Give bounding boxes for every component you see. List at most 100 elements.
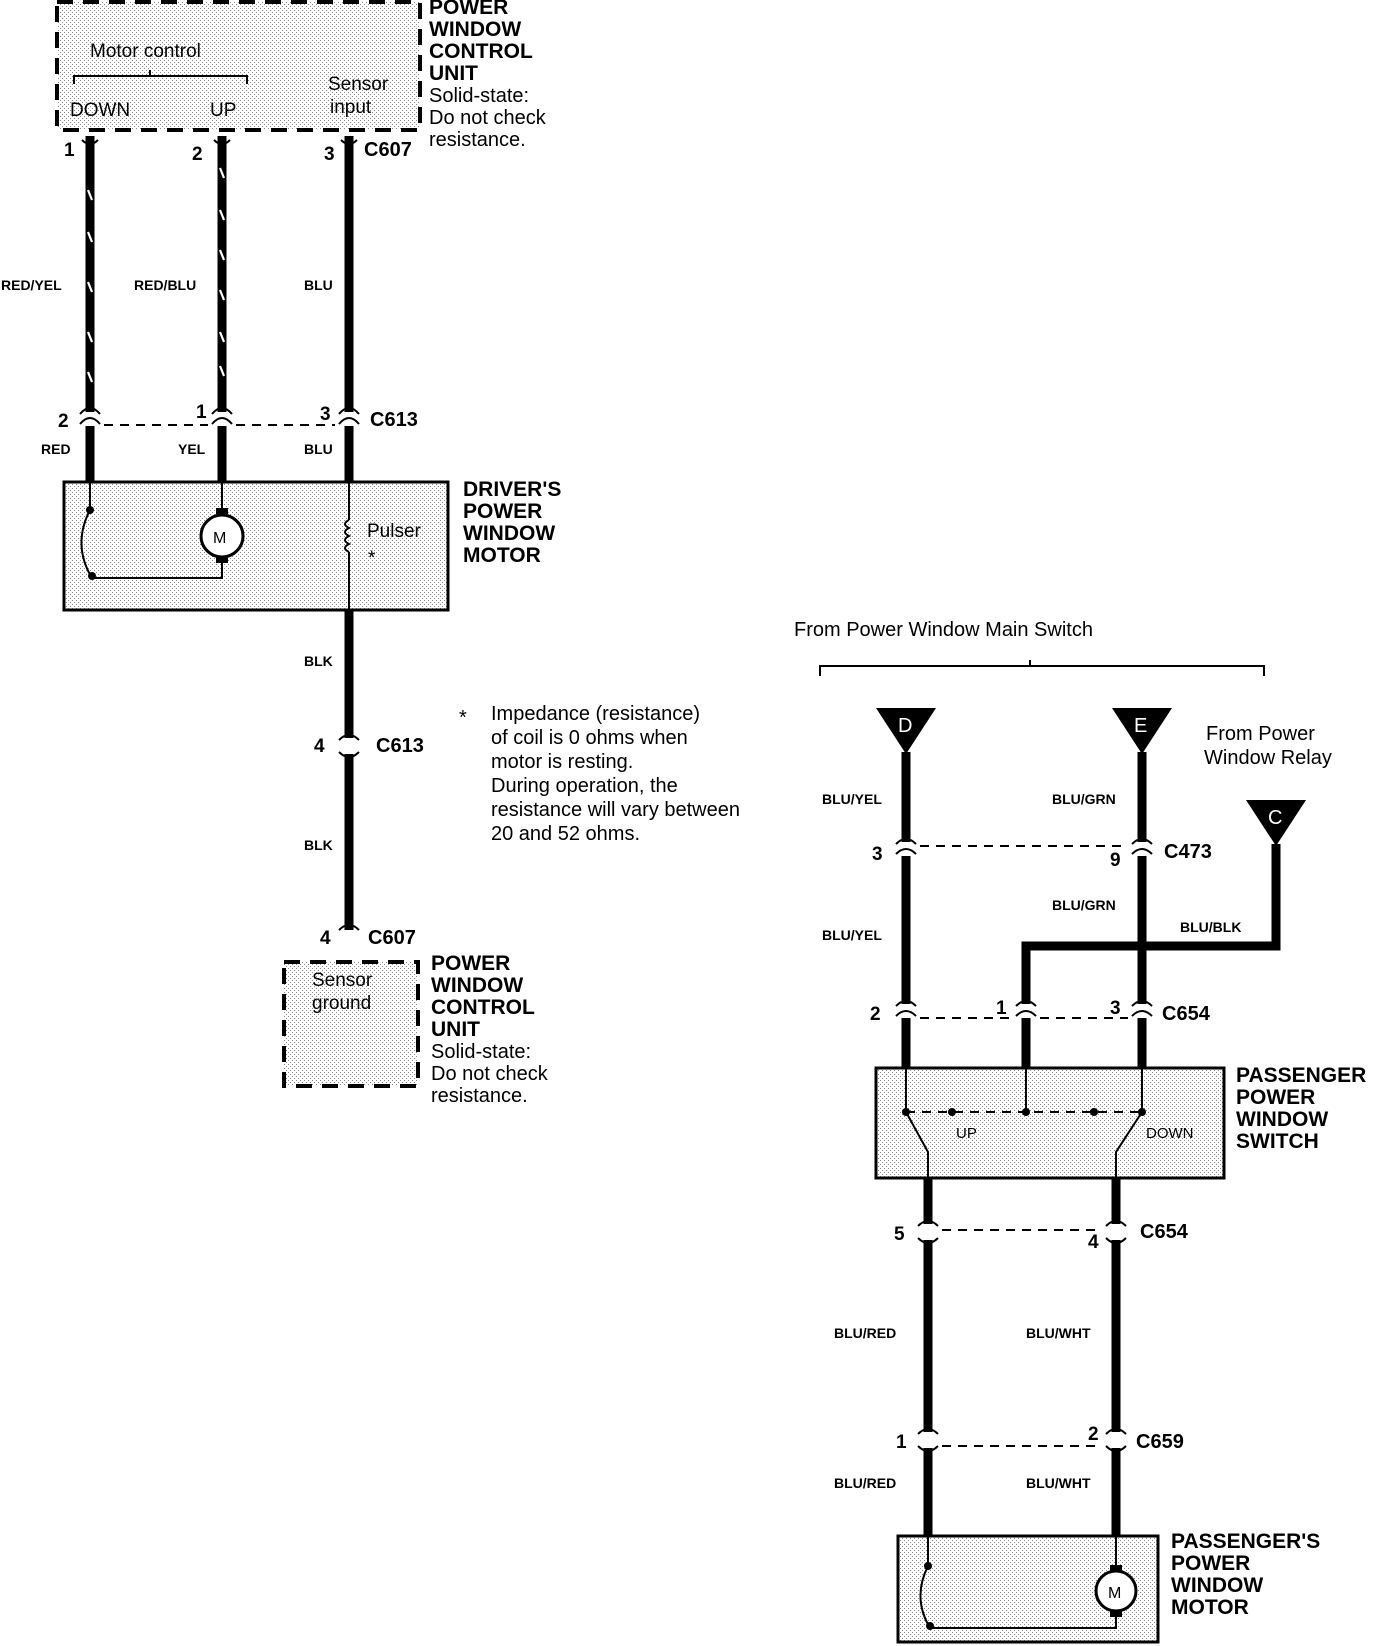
footnote-line-4: During operation, the <box>491 775 678 797</box>
passengers-power-window-motor: M <box>896 1534 1160 1644</box>
drivers-power-window-motor: M Pulser * <box>62 480 450 612</box>
wire-label-blu-lower: BLU <box>304 441 333 457</box>
footnote-line-1: Impedance (resistance) <box>491 703 700 725</box>
c659-label: C659 <box>1136 1431 1184 1453</box>
pulser-label: Pulser <box>367 521 422 542</box>
wire-label-blu: BLU <box>304 277 333 293</box>
footnote-line-5: resistance will vary between <box>491 799 740 821</box>
c654-pin-1: 1 <box>996 998 1007 1019</box>
wire-label-e-blu-grn: BLU/GRN <box>1052 791 1116 807</box>
from-relay-label-2: Window Relay <box>1204 747 1332 769</box>
switch-title-4: SWITCH <box>1236 1130 1319 1153</box>
pcu-bottom-note-2: Do not check <box>431 1063 549 1085</box>
from-relay-label-1: From Power <box>1206 723 1315 745</box>
c613-pin-4: 4 <box>314 736 325 757</box>
terminal-d-letter: D <box>898 715 912 737</box>
footnote-line-2: of coil is 0 ohms when <box>491 727 688 749</box>
c654-bottom-label: C654 <box>1140 1221 1189 1243</box>
driver-motor-title-4: MOTOR <box>463 544 541 567</box>
driver-motor-title-1: DRIVER'S <box>463 478 561 501</box>
main-switch-brace <box>819 660 1265 676</box>
down-label: DOWN <box>70 100 130 121</box>
c654-top-label: C654 <box>1162 1003 1211 1025</box>
c613-pin-1: 1 <box>196 402 207 423</box>
pcu-top-title-4: UNIT <box>429 62 478 85</box>
wire-label-red-blu: RED/BLU <box>134 277 196 293</box>
wire-label-red-yel: RED/YEL <box>1 277 62 293</box>
sensor-ground-label-2: ground <box>312 993 371 1014</box>
c607-pin-3: 3 <box>324 144 335 165</box>
driver-wire-blu <box>340 136 358 482</box>
passenger-wire-blu-blk <box>1015 844 1281 1068</box>
driver-motor-m: M <box>213 530 226 547</box>
switch-up-label: UP <box>956 1125 977 1142</box>
pcu-bottom-note-3: resistance. <box>431 1085 528 1107</box>
power-window-control-unit-top: Motor control DOWN UP Sensor input <box>55 0 422 132</box>
wire-label-blu-red-motor: BLU/RED <box>834 1475 896 1491</box>
power-window-control-unit-bottom: Sensor ground <box>282 960 420 1088</box>
switch-down-label: DOWN <box>1146 1125 1194 1142</box>
driver-motor-title-2: POWER <box>463 500 542 523</box>
wire-label-d-blu-yel: BLU/YEL <box>822 791 882 807</box>
c473-label: C473 <box>1164 841 1212 863</box>
footnote-star: * <box>459 707 467 729</box>
pcu-bottom-title-2: WINDOW <box>431 974 523 997</box>
terminal-c: C <box>1246 800 1306 846</box>
driver-motor-title-3: WINDOW <box>463 522 555 545</box>
passenger-power-window-switch: UP DOWN <box>874 1066 1226 1180</box>
wire-label-blu-grn-mid: BLU/GRN <box>1052 897 1116 913</box>
driver-motor-title: DRIVER'S POWER WINDOW MOTOR <box>463 478 561 567</box>
c613-lower-label: C613 <box>376 735 424 757</box>
wire-label-blk-1: BLK <box>304 653 333 669</box>
passenger-motor-m: M <box>1108 1585 1121 1602</box>
driver-wire-red-blu <box>213 136 231 482</box>
terminal-e: E <box>1112 708 1172 754</box>
pulser-coil <box>344 482 352 610</box>
passenger-wire-blu-yel <box>895 752 917 1068</box>
switch-title-1: PASSENGER <box>1236 1064 1366 1087</box>
wire-label-blk-2: BLK <box>304 837 333 853</box>
from-main-switch-label: From Power Window Main Switch <box>794 619 1093 641</box>
terminal-e-letter: E <box>1134 715 1147 737</box>
c654-pin-4: 4 <box>1088 1232 1099 1253</box>
sensor-input-label-2: input <box>330 97 372 118</box>
sensor-ground-label-1: Sensor <box>312 970 373 991</box>
c613-upper-label: C613 <box>370 409 418 431</box>
ground-wire-blk <box>338 610 360 931</box>
switch-title-3: WINDOW <box>1236 1108 1328 1131</box>
wire-label-blu-wht-motor: BLU/WHT <box>1026 1475 1091 1491</box>
c659-pin-1: 1 <box>896 1432 907 1453</box>
wire-label-red: RED <box>41 441 71 457</box>
c654-pin-5: 5 <box>894 1224 905 1245</box>
wire-label-blu-wht: BLU/WHT <box>1026 1325 1091 1341</box>
pcu-bottom-title: POWER WINDOW CONTROL UNIT Solid-state: D… <box>431 952 549 1107</box>
terminal-d: D <box>876 708 936 754</box>
pcu-bottom-note-1: Solid-state: <box>431 1041 531 1063</box>
wire-label-blu-yel-mid: BLU/YEL <box>822 927 882 943</box>
passenger-motor-title-3: WINDOW <box>1171 1574 1263 1597</box>
c613-pin-3: 3 <box>320 404 331 425</box>
c607-pin-1: 1 <box>64 140 75 161</box>
pcu-top-title-1: POWER <box>429 0 508 19</box>
driver-wire-red-yel <box>81 136 99 482</box>
motor-control-brace <box>73 70 248 84</box>
c613-upper-connector <box>79 407 360 426</box>
c473-pin-9: 9 <box>1110 850 1121 871</box>
pcu-top-title-2: WINDOW <box>429 18 521 41</box>
pcu-top-title: POWER WINDOW CONTROL UNIT Solid-state: D… <box>429 0 547 151</box>
sensor-input-label-1: Sensor <box>328 74 389 95</box>
pcu-top-note-1: Solid-state: <box>429 85 529 107</box>
switch-title-2: POWER <box>1236 1086 1315 1109</box>
pcu-top-note-2: Do not check <box>429 107 547 129</box>
wire-label-blu-red: BLU/RED <box>834 1325 896 1341</box>
passenger-wire-blu-grn <box>1131 752 1153 1068</box>
footnote-line-6: 20 and 52 ohms. <box>491 823 640 845</box>
pcu-bottom-title-3: CONTROL <box>431 996 535 1019</box>
c654-pin-2: 2 <box>870 1004 881 1025</box>
passenger-motor-title-4: MOTOR <box>1171 1596 1249 1619</box>
wire-label-blu-blk: BLU/BLK <box>1180 919 1241 935</box>
impedance-footnote: * Impedance (resistance) of coil is 0 oh… <box>459 703 740 845</box>
c659-pin-2: 2 <box>1088 1424 1099 1445</box>
passenger-switch-title: PASSENGER POWER WINDOW SWITCH <box>1236 1064 1366 1153</box>
